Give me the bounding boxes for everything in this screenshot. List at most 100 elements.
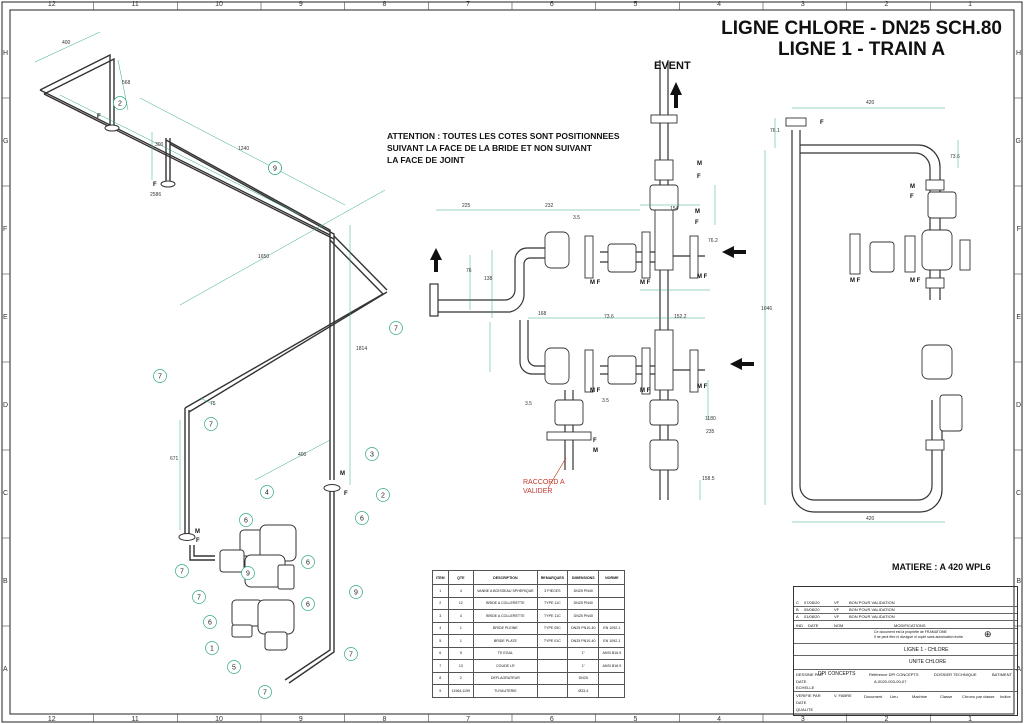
mf-label: M — [695, 209, 700, 215]
zone-column-12: 12 — [47, 1, 56, 8]
zone-column-2: 2 — [884, 716, 889, 723]
item-balloon: 7 — [175, 564, 189, 578]
mf-label: F — [695, 220, 699, 226]
elevation-dimension-text: 225 — [462, 203, 471, 209]
zone-column-4: 4 — [717, 1, 722, 8]
item-balloon: 6 — [203, 615, 217, 629]
mf-label: M — [340, 471, 345, 477]
revision-cell: B — [796, 607, 799, 612]
side-dimension-lines — [764, 107, 959, 523]
zone-column-7: 7 — [466, 1, 471, 8]
item-balloon: 2 — [113, 96, 127, 110]
balloon-circle — [205, 641, 219, 655]
balloon-circle — [349, 585, 363, 599]
mf-label: F — [697, 174, 701, 180]
date-label-2: DATE — [796, 700, 807, 705]
elevation-dimension-text: 420 — [866, 516, 875, 522]
bom-cell: 2 — [432, 596, 449, 610]
balloon-number: 1 — [210, 646, 214, 653]
revision-cell: 01/08/20 — [804, 614, 820, 619]
balloon-circle — [389, 321, 403, 335]
bom-cell: TE EGAL — [473, 646, 538, 660]
title-line-1: LIGNE CHLORE - DN25 SCH.80 — [721, 18, 1002, 39]
rev-header-name: NOM — [834, 623, 844, 628]
designed-by: DPI CONCEPTS — [818, 671, 856, 677]
elevation-dimension-text: 76 — [466, 268, 472, 274]
bom-header-cell: DIMENSIONS — [567, 570, 600, 585]
bom-header-cell: ITEM — [432, 570, 449, 585]
iso-dimension-text: 1240 — [238, 146, 249, 152]
balloon-circle — [239, 513, 253, 527]
zone-row-G: G — [1015, 138, 1021, 145]
revision-cell: BON POUR VALIDATION — [849, 614, 895, 619]
elevation-dimension-text: 3.5 — [525, 401, 532, 407]
iso-dimension-text: 671 — [170, 456, 179, 462]
revision-cell: VF — [834, 614, 840, 619]
bom-cell: 8 — [432, 671, 449, 685]
item-balloon: 6 — [239, 513, 253, 527]
item-balloon: 9 — [268, 161, 282, 175]
tb-divider — [794, 691, 1017, 692]
zone-column-8: 8 — [382, 1, 387, 8]
item-balloon: 5 — [227, 660, 241, 674]
zone-column-9: 9 — [298, 1, 303, 8]
balloon-number: 6 — [208, 620, 212, 627]
mf-label: F — [196, 538, 200, 544]
item-balloon: 6 — [355, 511, 369, 525]
bom-cell: 1 — [432, 584, 449, 598]
zone-column-5: 5 — [633, 716, 638, 723]
balloon-number: 6 — [306, 602, 310, 609]
balloon-circle — [204, 417, 218, 431]
balloon-number: 6 — [244, 518, 248, 525]
balloon-circle — [227, 660, 241, 674]
raccord-note: RACCORD A VALIDER — [523, 479, 565, 495]
title-line-2: LIGNE 1 - TRAIN A — [778, 39, 946, 60]
balloon-circle — [153, 369, 167, 383]
item-balloon: 9 — [349, 585, 363, 599]
zone-column-6: 6 — [549, 716, 554, 723]
balloon-circle — [260, 485, 274, 499]
balloon-number: 7 — [158, 374, 162, 381]
elevation-dimension-text: 158.5 — [702, 476, 715, 482]
rev-header-mods: MODIFICATIONS — [894, 623, 926, 628]
elevation-dimension-text: 3.5 — [602, 398, 609, 404]
item-balloon: 1 — [205, 641, 219, 655]
bom-cell: TYPE 11C — [536, 609, 569, 623]
iso-dimension-lines — [34, 31, 386, 530]
item-balloon: 7 — [204, 417, 218, 431]
mf-label: M F — [590, 280, 601, 286]
item-balloon: 6 — [301, 597, 315, 611]
mf-label: M F — [910, 278, 921, 284]
mf-label: M F — [590, 388, 601, 394]
bom-cell: 13 — [447, 659, 475, 673]
reference-value: A-0020-003-00-07 — [874, 679, 907, 684]
bom-cell: EN 1092-1 — [598, 621, 626, 635]
bom-cell: 1 — [447, 634, 475, 648]
balloon-circle — [376, 488, 390, 502]
verified-by: V. FABRE — [834, 693, 852, 698]
zone-row-A: A — [1016, 666, 1021, 673]
balloon-number: 9 — [354, 590, 358, 597]
balloon-circle — [301, 555, 315, 569]
rev-header-ind: IND — [796, 623, 803, 628]
iso-balloons: 1223456666677777777999 — [113, 96, 403, 699]
bom-cell: Ø33,4 — [567, 684, 600, 698]
bom-cell: EN 1092-1 — [598, 634, 626, 648]
tb-divider — [794, 655, 1017, 656]
balloon-number: 5 — [232, 665, 236, 672]
vent-label: EVENT — [654, 60, 691, 72]
zone-row-F: F — [3, 226, 8, 233]
balloon-number: 4 — [265, 490, 269, 497]
zone-column-3: 3 — [800, 1, 805, 8]
isometric-piping — [39, 53, 388, 684]
zone-row-C: C — [3, 490, 9, 497]
bom-cell — [536, 646, 569, 660]
designed-by-label: DESSINE PAR — [796, 672, 823, 677]
elevation-dimension-text: 420 — [866, 100, 875, 106]
zone-row-F: F — [1016, 226, 1021, 233]
item-balloon: 2 — [376, 488, 390, 502]
zone-row-B: B — [1016, 578, 1021, 585]
